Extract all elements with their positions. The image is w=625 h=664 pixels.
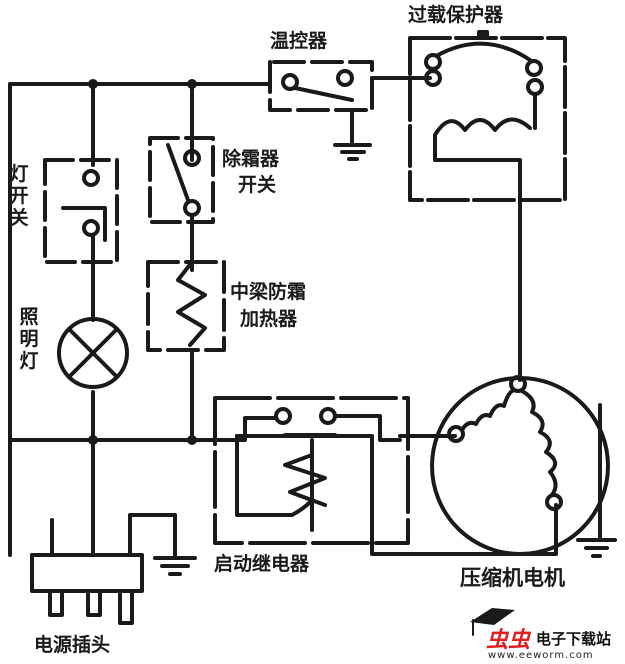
watermark-brand: 虫虫	[486, 628, 531, 653]
start-relay-symbol	[213, 396, 410, 545]
defrost-heater-symbol	[146, 260, 226, 352]
defrost-heater-label-1: 中梁防霜	[230, 281, 307, 303]
defrost-switch-symbol	[148, 136, 215, 224]
defrost-switch-label-1: 除霜器	[222, 148, 280, 170]
watermark-url: www.eeworm.com	[488, 650, 594, 661]
power-plug-symbol	[30, 553, 197, 625]
defrost-switch-label-2: 开关	[238, 174, 277, 196]
thermostat-label: 温控器	[270, 30, 328, 52]
light-switch-symbol	[43, 158, 119, 264]
thermostat-symbol	[268, 60, 374, 161]
watermark-name: 电子下载站	[536, 630, 612, 648]
overload-protector-symbol	[408, 30, 567, 202]
compressor-motor-label: 压缩机电机	[460, 566, 565, 590]
light-switch-label: 灯开关	[9, 163, 29, 229]
lamp-label: 照明灯	[19, 306, 39, 372]
compressor-motor-symbol	[430, 375, 617, 558]
defrost-heater-label-2: 加热器	[240, 308, 298, 330]
overload-protector-label: 过载保护器	[408, 4, 504, 26]
lamp-symbol	[57, 317, 129, 389]
start-relay-label: 启动继电器	[214, 553, 310, 575]
watermark-logo	[470, 608, 515, 636]
junction-dots	[88, 79, 197, 445]
wires	[8, 76, 602, 557]
power-plug-label: 电源插头	[34, 634, 111, 656]
